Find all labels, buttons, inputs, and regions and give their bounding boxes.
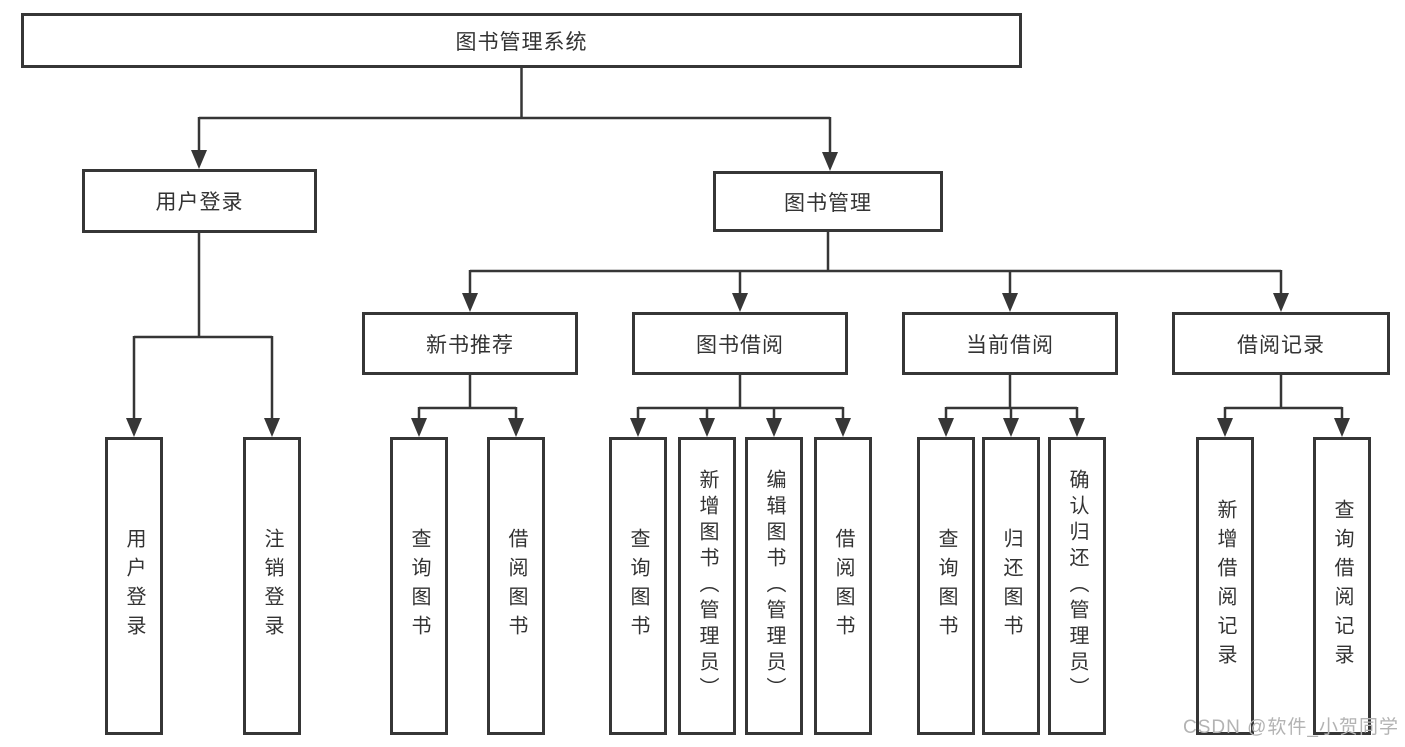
node-book-management: 图书管理 [713, 171, 943, 232]
node-current-borrow: 当前借阅 [902, 312, 1118, 375]
leaf-edit-books-admin: 编辑图书（管理员） [745, 437, 803, 735]
node-user-login: 用户登录 [82, 169, 317, 233]
leaf-query-books-recommend: 查询图书 [390, 437, 448, 735]
node-library-management-system: 图书管理系统 [21, 13, 1022, 68]
csdn-watermark: CSDN @软件_小贺同学 [1183, 717, 1399, 738]
leaf-add-borrow-record: 新增借阅记录 [1196, 437, 1254, 735]
node-new-book-recommend: 新书推荐 [362, 312, 578, 375]
leaf-query-books-current: 查询图书 [917, 437, 975, 735]
leaf-borrow-books-recommend: 借阅图书 [487, 437, 545, 735]
leaf-query-books-borrow: 查询图书 [609, 437, 667, 735]
node-book-borrow: 图书借阅 [632, 312, 848, 375]
leaf-user-login: 用户登录 [105, 437, 163, 735]
leaf-borrow-books: 借阅图书 [814, 437, 872, 735]
leaf-confirm-return-admin: 确认归还（管理员） [1048, 437, 1106, 735]
leaf-return-books: 归还图书 [982, 437, 1040, 735]
leaf-logout: 注销登录 [243, 437, 301, 735]
node-borrow-records: 借阅记录 [1172, 312, 1390, 375]
leaf-query-borrow-record: 查询借阅记录 [1313, 437, 1371, 735]
leaf-add-books-admin: 新增图书（管理员） [678, 437, 736, 735]
